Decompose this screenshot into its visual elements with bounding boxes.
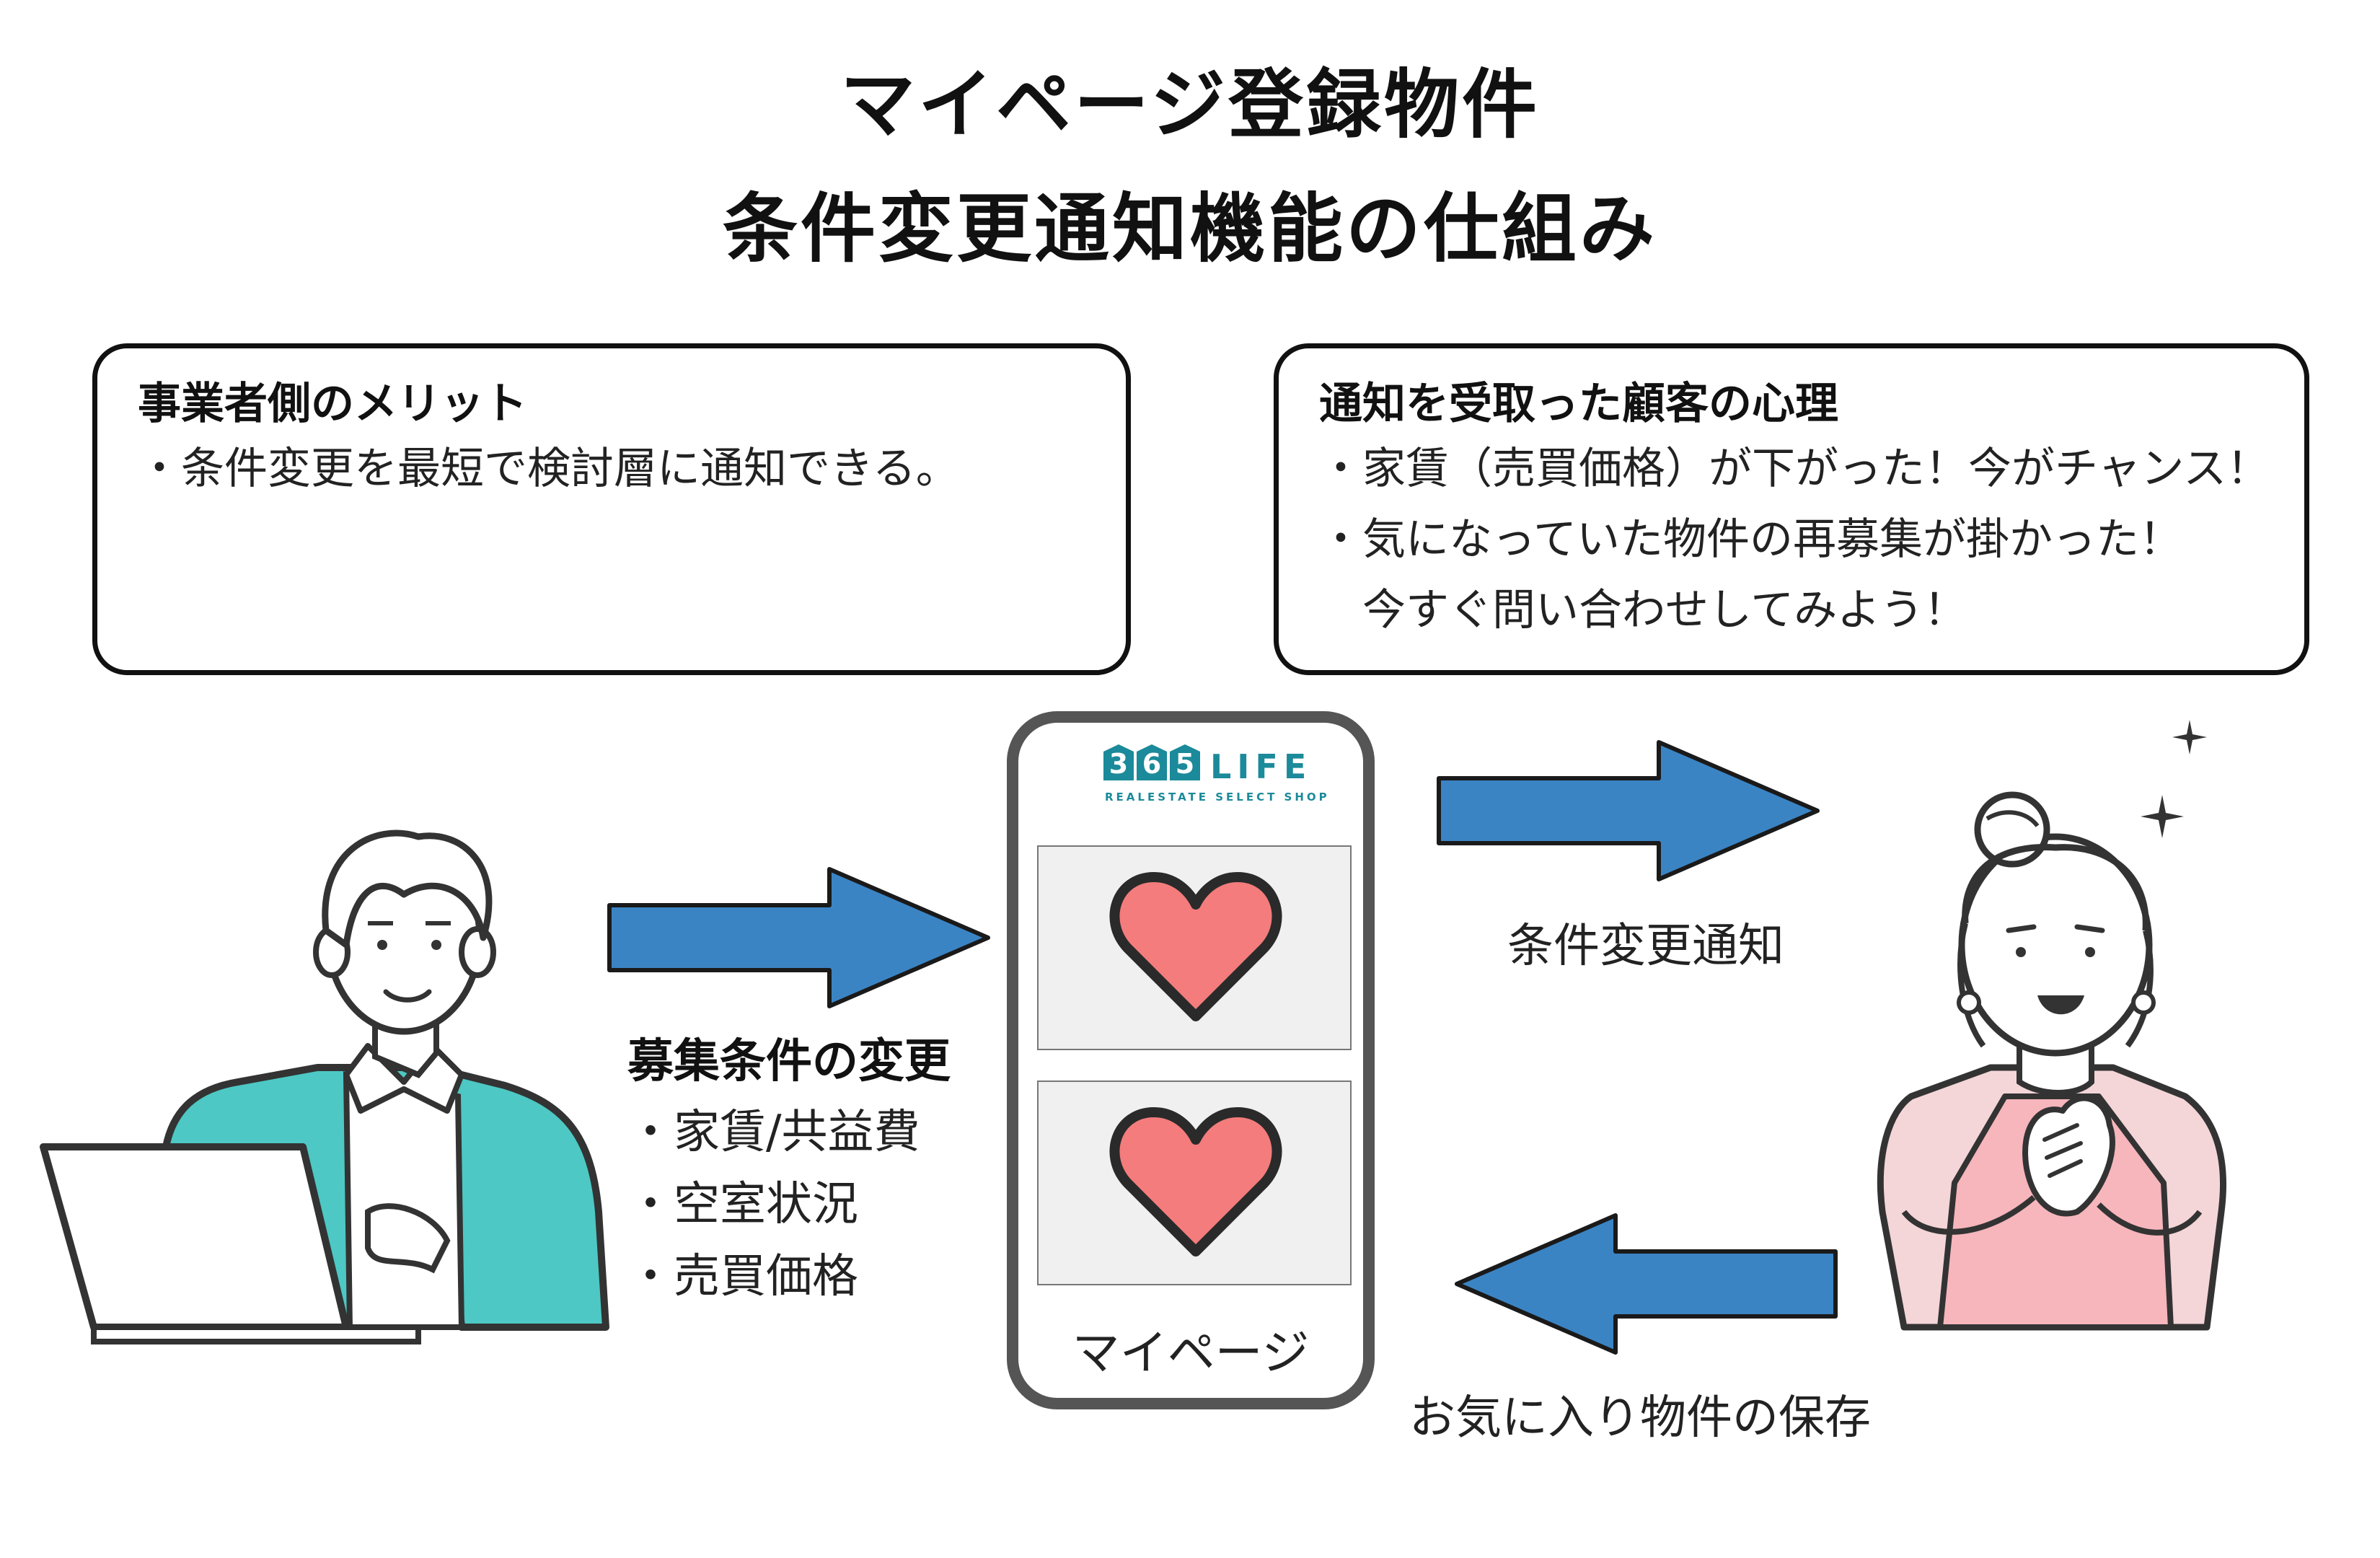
- change-list-heading: 募集条件の変更: [627, 1035, 951, 1088]
- logo-digit: 6: [1137, 744, 1167, 780]
- arrow-left-save-favorite: [1455, 1213, 1838, 1355]
- page-title: マイページ登録物件: [840, 61, 1540, 149]
- favorite-property-card[interactable]: [1037, 845, 1352, 1050]
- customer-psychology-item: ・気になっていた物件の再募集が掛かった！: [1319, 514, 2182, 565]
- business-merit-box: 事業者側のメリット ・条件変更を最短で検討層に通知できる。: [92, 343, 1131, 675]
- logo-digit: 3: [1103, 744, 1134, 780]
- arrow-right-notification: [1437, 740, 1820, 881]
- arrow-right-condition-change: [607, 867, 990, 1008]
- business-merit-heading: 事業者側のメリット: [138, 379, 527, 429]
- notification-label: 条件変更通知: [1507, 920, 1784, 973]
- save-favorite-label: お気に入り物件の保存: [1409, 1391, 1871, 1445]
- customer-psychology-item: 今すぐ問い合わせしてみよう！: [1319, 585, 1967, 635]
- heart-icon: [1109, 872, 1282, 1021]
- favorite-property-card[interactable]: [1037, 1081, 1352, 1285]
- logo-word: LIFE: [1210, 747, 1313, 786]
- change-list-item: ・売買価格: [627, 1250, 858, 1303]
- logo-digit: 5: [1170, 744, 1200, 780]
- customer-woman-illustration: [1877, 791, 2226, 1331]
- heart-icon: [1109, 1107, 1282, 1256]
- logo-subtitle: REALESTATE SELECT SHOP: [1105, 791, 1330, 804]
- customer-psychology-heading: 通知を受取った顧客の心理: [1319, 379, 1838, 429]
- page-subtitle: 条件変更通知機能の仕組み: [722, 185, 1657, 273]
- business-person-illustration: [40, 829, 609, 1344]
- customer-psychology-box: 通知を受取った顧客の心理 ・家賃（売買価格）が下がった！今がチャンス！ ・気にな…: [1274, 343, 2309, 675]
- change-list-item: ・空室状況: [627, 1178, 858, 1231]
- smartphone-mypage: 3 6 5 LIFE REALESTATE SELECT SHOP マイページ: [1007, 711, 1375, 1409]
- business-merit-item: ・条件変更を最短で検討層に通知できる。: [138, 444, 959, 494]
- customer-psychology-item: ・家賃（売買価格）が下がった！今がチャンス！: [1319, 444, 2270, 494]
- sparkle-icon: [2141, 795, 2184, 838]
- mypage-label: マイページ: [1072, 1325, 1310, 1381]
- company-logo: 3 6 5 LIFE REALESTATE SELECT SHOP: [1103, 744, 1327, 817]
- sparkle-icon: [2172, 720, 2207, 754]
- change-list-item: ・家賃/共益費: [627, 1106, 920, 1159]
